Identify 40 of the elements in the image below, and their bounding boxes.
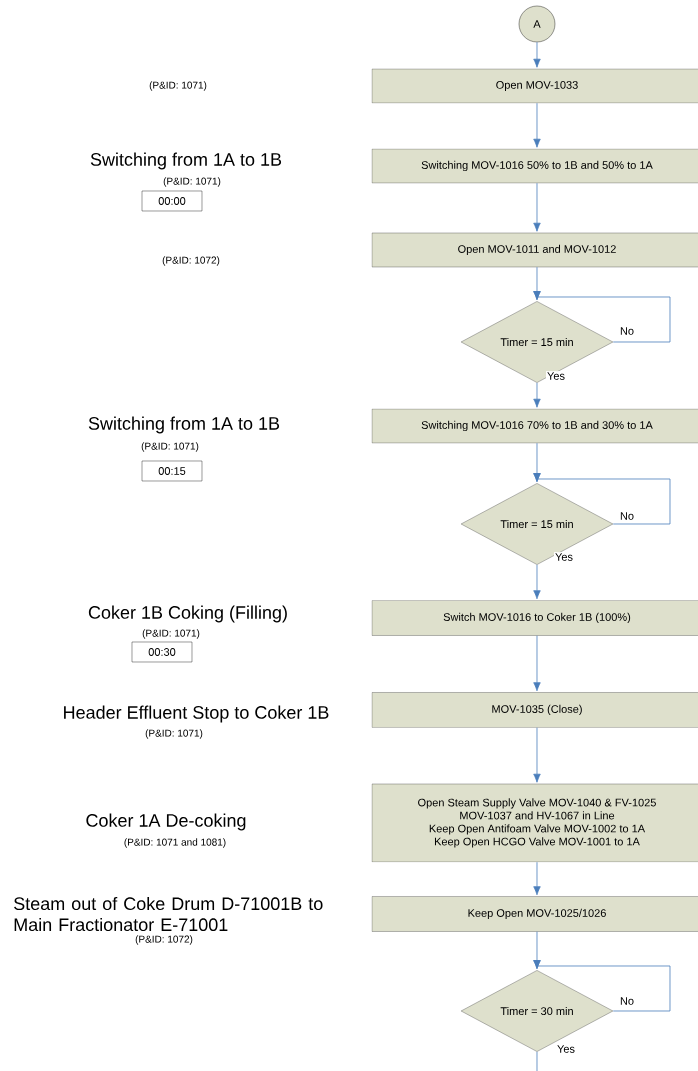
time-box: 00:15 (141, 460, 203, 482)
arrow (533, 473, 671, 525)
arrow (533, 382, 541, 408)
arrow (533, 861, 541, 896)
reference-note: (P&ID: 1071) (149, 81, 207, 91)
arrow (533, 41, 541, 68)
arrow (533, 727, 541, 783)
arrow (533, 182, 541, 232)
step-heading: Switching from 1A to 1B (88, 416, 280, 434)
edge-label: No (620, 327, 634, 335)
reference-note: (P&ID: 1071) (163, 177, 221, 187)
edge-label: Yes (547, 372, 565, 380)
arrow (533, 291, 671, 343)
reference-note: (P&ID: 1071 and 1081) (124, 838, 226, 848)
process-box: Open MOV-1033 (371, 68, 698, 104)
process-box: Switching MOV-1016 50% to 1B and 50% to 1A (371, 148, 698, 184)
reference-note: (P&ID: 1071) (145, 729, 203, 739)
arrow (533, 564, 541, 600)
time-box: 00:00 (141, 190, 203, 212)
process-box: Open Steam Supply Valve MOV-1040 & FV-1025 MOV-1037 and HV-1067 in Line Keep Open Antifoam Valve MOV-1002 to 1A Keep Open HCGO Valve MOV-1001 to 1A (371, 783, 698, 863)
step-heading: Coker 1A De-coking (86, 813, 246, 831)
arrow (533, 102, 541, 148)
edge-label: Yes (555, 553, 573, 561)
reference-note: (P&ID: 1072) (135, 935, 193, 945)
step-heading: Coker 1B Coking (Filling) (88, 605, 287, 623)
process-box: MOV-1035 (Close) (371, 692, 698, 728)
process-box: Switch MOV-1016 to Coker 1B (100%) (371, 600, 698, 636)
reference-note: (P&ID: 1072) (162, 256, 220, 266)
process-box: Keep Open MOV-1025/1026 (371, 896, 698, 932)
process-box: Switching MOV-1016 70% to 1B and 30% to 1A (371, 408, 698, 444)
edge-label: Yes (557, 1045, 575, 1053)
arrow (533, 635, 541, 692)
process-box: Open MOV-1011 and MOV-1012 (371, 232, 698, 268)
time-box: 00:30 (131, 641, 193, 663)
step-heading: Switching from 1A to 1B (90, 152, 282, 170)
step-heading: Header Effluent Stop to Coker 1B (64, 705, 329, 723)
edge-label: No (620, 997, 634, 1005)
step-heading: Steam out of Coke Drum D-71001B to Main Fractionator E-71001 (14, 896, 323, 932)
arrow (533, 960, 671, 1012)
edge-label: No (620, 512, 634, 520)
